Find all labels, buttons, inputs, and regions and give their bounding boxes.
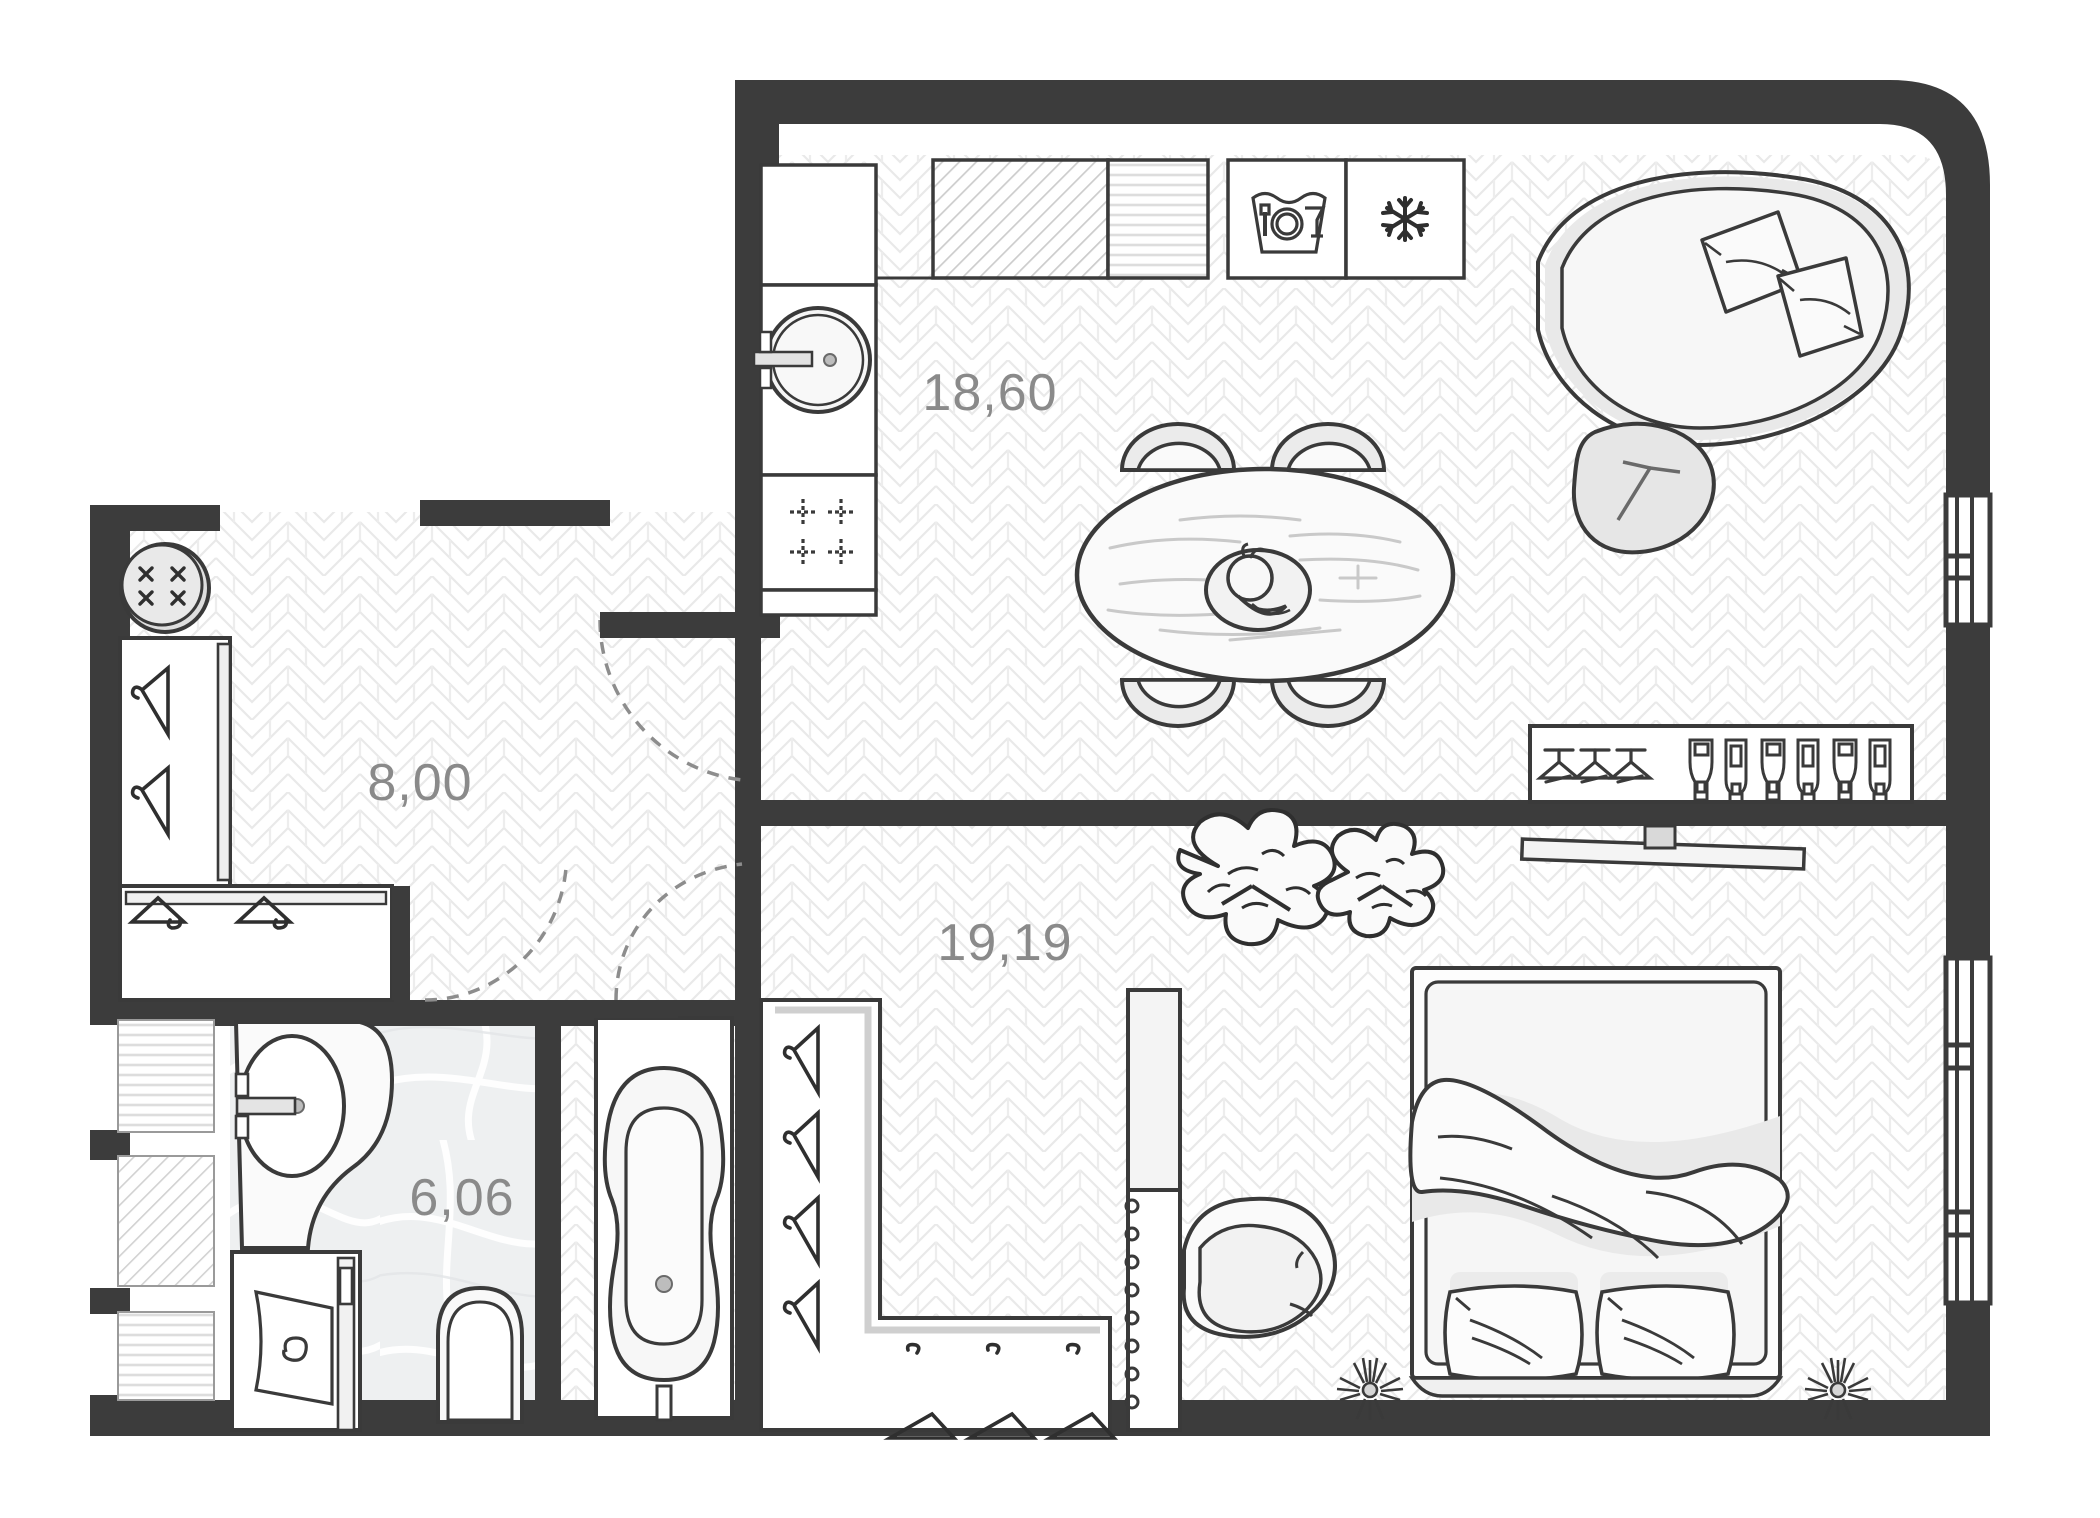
dining-chair-top-right xyxy=(1269,422,1387,472)
window-left-bottom xyxy=(117,1311,215,1401)
bathtub xyxy=(594,1016,734,1422)
windows xyxy=(117,492,1993,1401)
area-labels: 18,60 8,00 19,19 6,06 xyxy=(367,364,1072,1227)
dishwasher-unit xyxy=(1226,158,1348,280)
window-left-mid xyxy=(117,1155,215,1287)
window-right-lower xyxy=(1943,955,1993,1306)
bedroom-furniture xyxy=(759,808,1872,1440)
hall-closet xyxy=(118,636,232,888)
window-right-upper xyxy=(1943,492,1993,628)
bedroom-shelf-unit xyxy=(1124,988,1182,1432)
wall-left-bath-d xyxy=(90,1395,130,1435)
hall-hanger-icons-horizontal xyxy=(127,895,295,930)
wall-top xyxy=(735,80,1990,500)
door-swing-bedroom xyxy=(614,862,743,1001)
cabinet-upper-hatch xyxy=(931,158,1110,280)
wall-hall-top xyxy=(90,505,220,531)
armchair xyxy=(1181,1196,1338,1339)
window-left-top xyxy=(117,1019,215,1133)
snowflake-icon xyxy=(1381,196,1429,242)
dining-chair-top-left xyxy=(1119,422,1237,472)
four-burner-cooktop-icon xyxy=(790,499,854,565)
area-label-bedroom: 19,19 xyxy=(937,914,1072,972)
cabinet-kitchen-top xyxy=(759,163,878,287)
pot-plant-left xyxy=(1336,1357,1404,1420)
curved-sofa xyxy=(1536,170,1911,448)
wall-bath-right xyxy=(535,1000,561,1430)
towel-icon xyxy=(253,1289,334,1406)
oval-sink-icon xyxy=(234,1034,346,1178)
area-label-hall: 8,00 xyxy=(367,754,472,812)
coffee-table xyxy=(1571,421,1716,555)
door-swing-kitchen xyxy=(598,619,743,782)
kitchen-units xyxy=(752,158,1466,617)
sofa-pillow-2 xyxy=(1776,256,1864,358)
dining-chair-bottom-right xyxy=(1269,678,1387,728)
hall-furniture xyxy=(118,542,410,1002)
hanger-icons-horizontal xyxy=(883,1342,1119,1440)
double-bed xyxy=(1408,966,1790,1398)
fruit-bowl xyxy=(1204,542,1312,632)
area-label-bathroom: 6,06 xyxy=(409,1169,514,1227)
hall-hanger-icons-vertical xyxy=(130,664,170,841)
bed-pillow-left xyxy=(1443,1284,1584,1382)
hall-bench xyxy=(118,884,410,1002)
washing-machine xyxy=(230,1250,362,1432)
wall-left-bath-c xyxy=(90,1288,130,1314)
wall-hall-top2 xyxy=(420,500,610,526)
bar-shelf xyxy=(1528,724,1914,804)
dishwasher-icon xyxy=(1251,191,1327,254)
bed-pillow-right xyxy=(1595,1284,1736,1382)
bedroom-wardrobe xyxy=(759,998,1119,1440)
wall-living-bedroom xyxy=(735,800,1950,826)
ceiling-rail xyxy=(1519,824,1807,871)
bathroom-fixtures xyxy=(230,1016,734,1432)
wine-bottle-icons xyxy=(1688,738,1892,804)
door-leaves xyxy=(540,612,678,1020)
wall-hall-right xyxy=(735,638,761,808)
pot-plant-right xyxy=(1804,1357,1872,1420)
round-pouf xyxy=(119,542,211,634)
dining-chair-bottom-left xyxy=(1119,678,1237,728)
wall-bedroom-left xyxy=(735,826,761,1436)
wine-glass-icons xyxy=(1535,748,1655,784)
cabinet-upper-lines xyxy=(1106,158,1210,280)
living-furniture xyxy=(1074,170,1914,804)
cabinet-kitchen-stovebay xyxy=(759,473,878,592)
round-sink-icon xyxy=(752,306,872,414)
door-swings xyxy=(424,619,743,1002)
wall-right-seg1 xyxy=(1946,620,1990,960)
area-label-kitchen-living: 18,60 xyxy=(922,364,1057,422)
cabinet-kitchen-bottom xyxy=(759,588,878,617)
door-swing-hall xyxy=(424,867,568,1002)
monstera-plant-small xyxy=(1315,821,1446,939)
hanger-icons-vertical xyxy=(782,1023,820,1354)
toilet-icon xyxy=(436,1285,524,1424)
dining-set xyxy=(1074,422,1456,728)
freezer-unit xyxy=(1344,158,1466,280)
